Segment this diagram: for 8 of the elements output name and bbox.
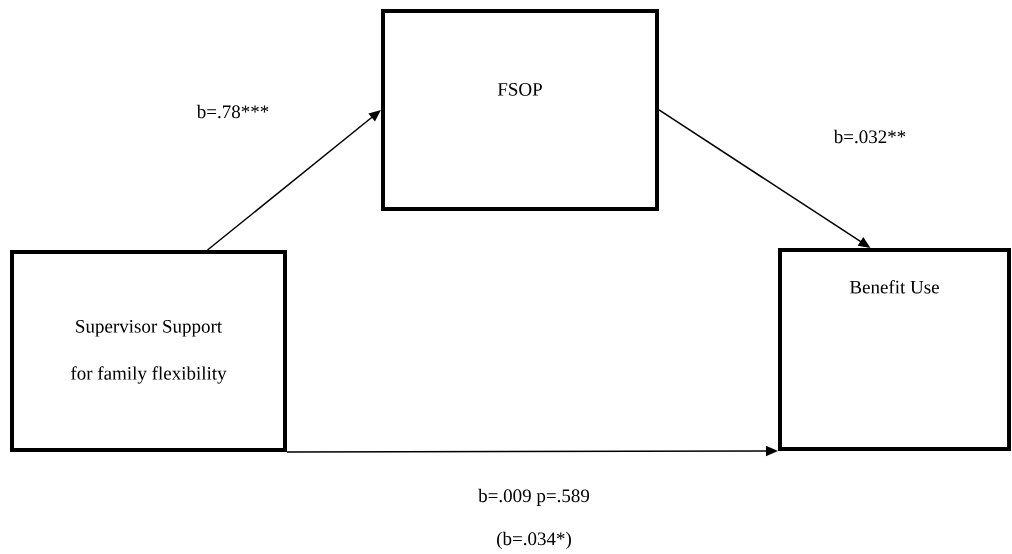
variable-box: Benefit Use	[778, 248, 1011, 451]
edge-label: b=.78***	[196, 104, 269, 119]
variable-box: Supervisor Support for family flexibility	[10, 250, 287, 452]
arrow	[206, 110, 381, 251]
note-text: (b=.034*)	[497, 531, 571, 550]
edge-label: b=.032**	[833, 129, 906, 144]
edge-label: b=.009 p=.589	[478, 488, 590, 507]
variable-box: FSOP	[381, 9, 659, 211]
